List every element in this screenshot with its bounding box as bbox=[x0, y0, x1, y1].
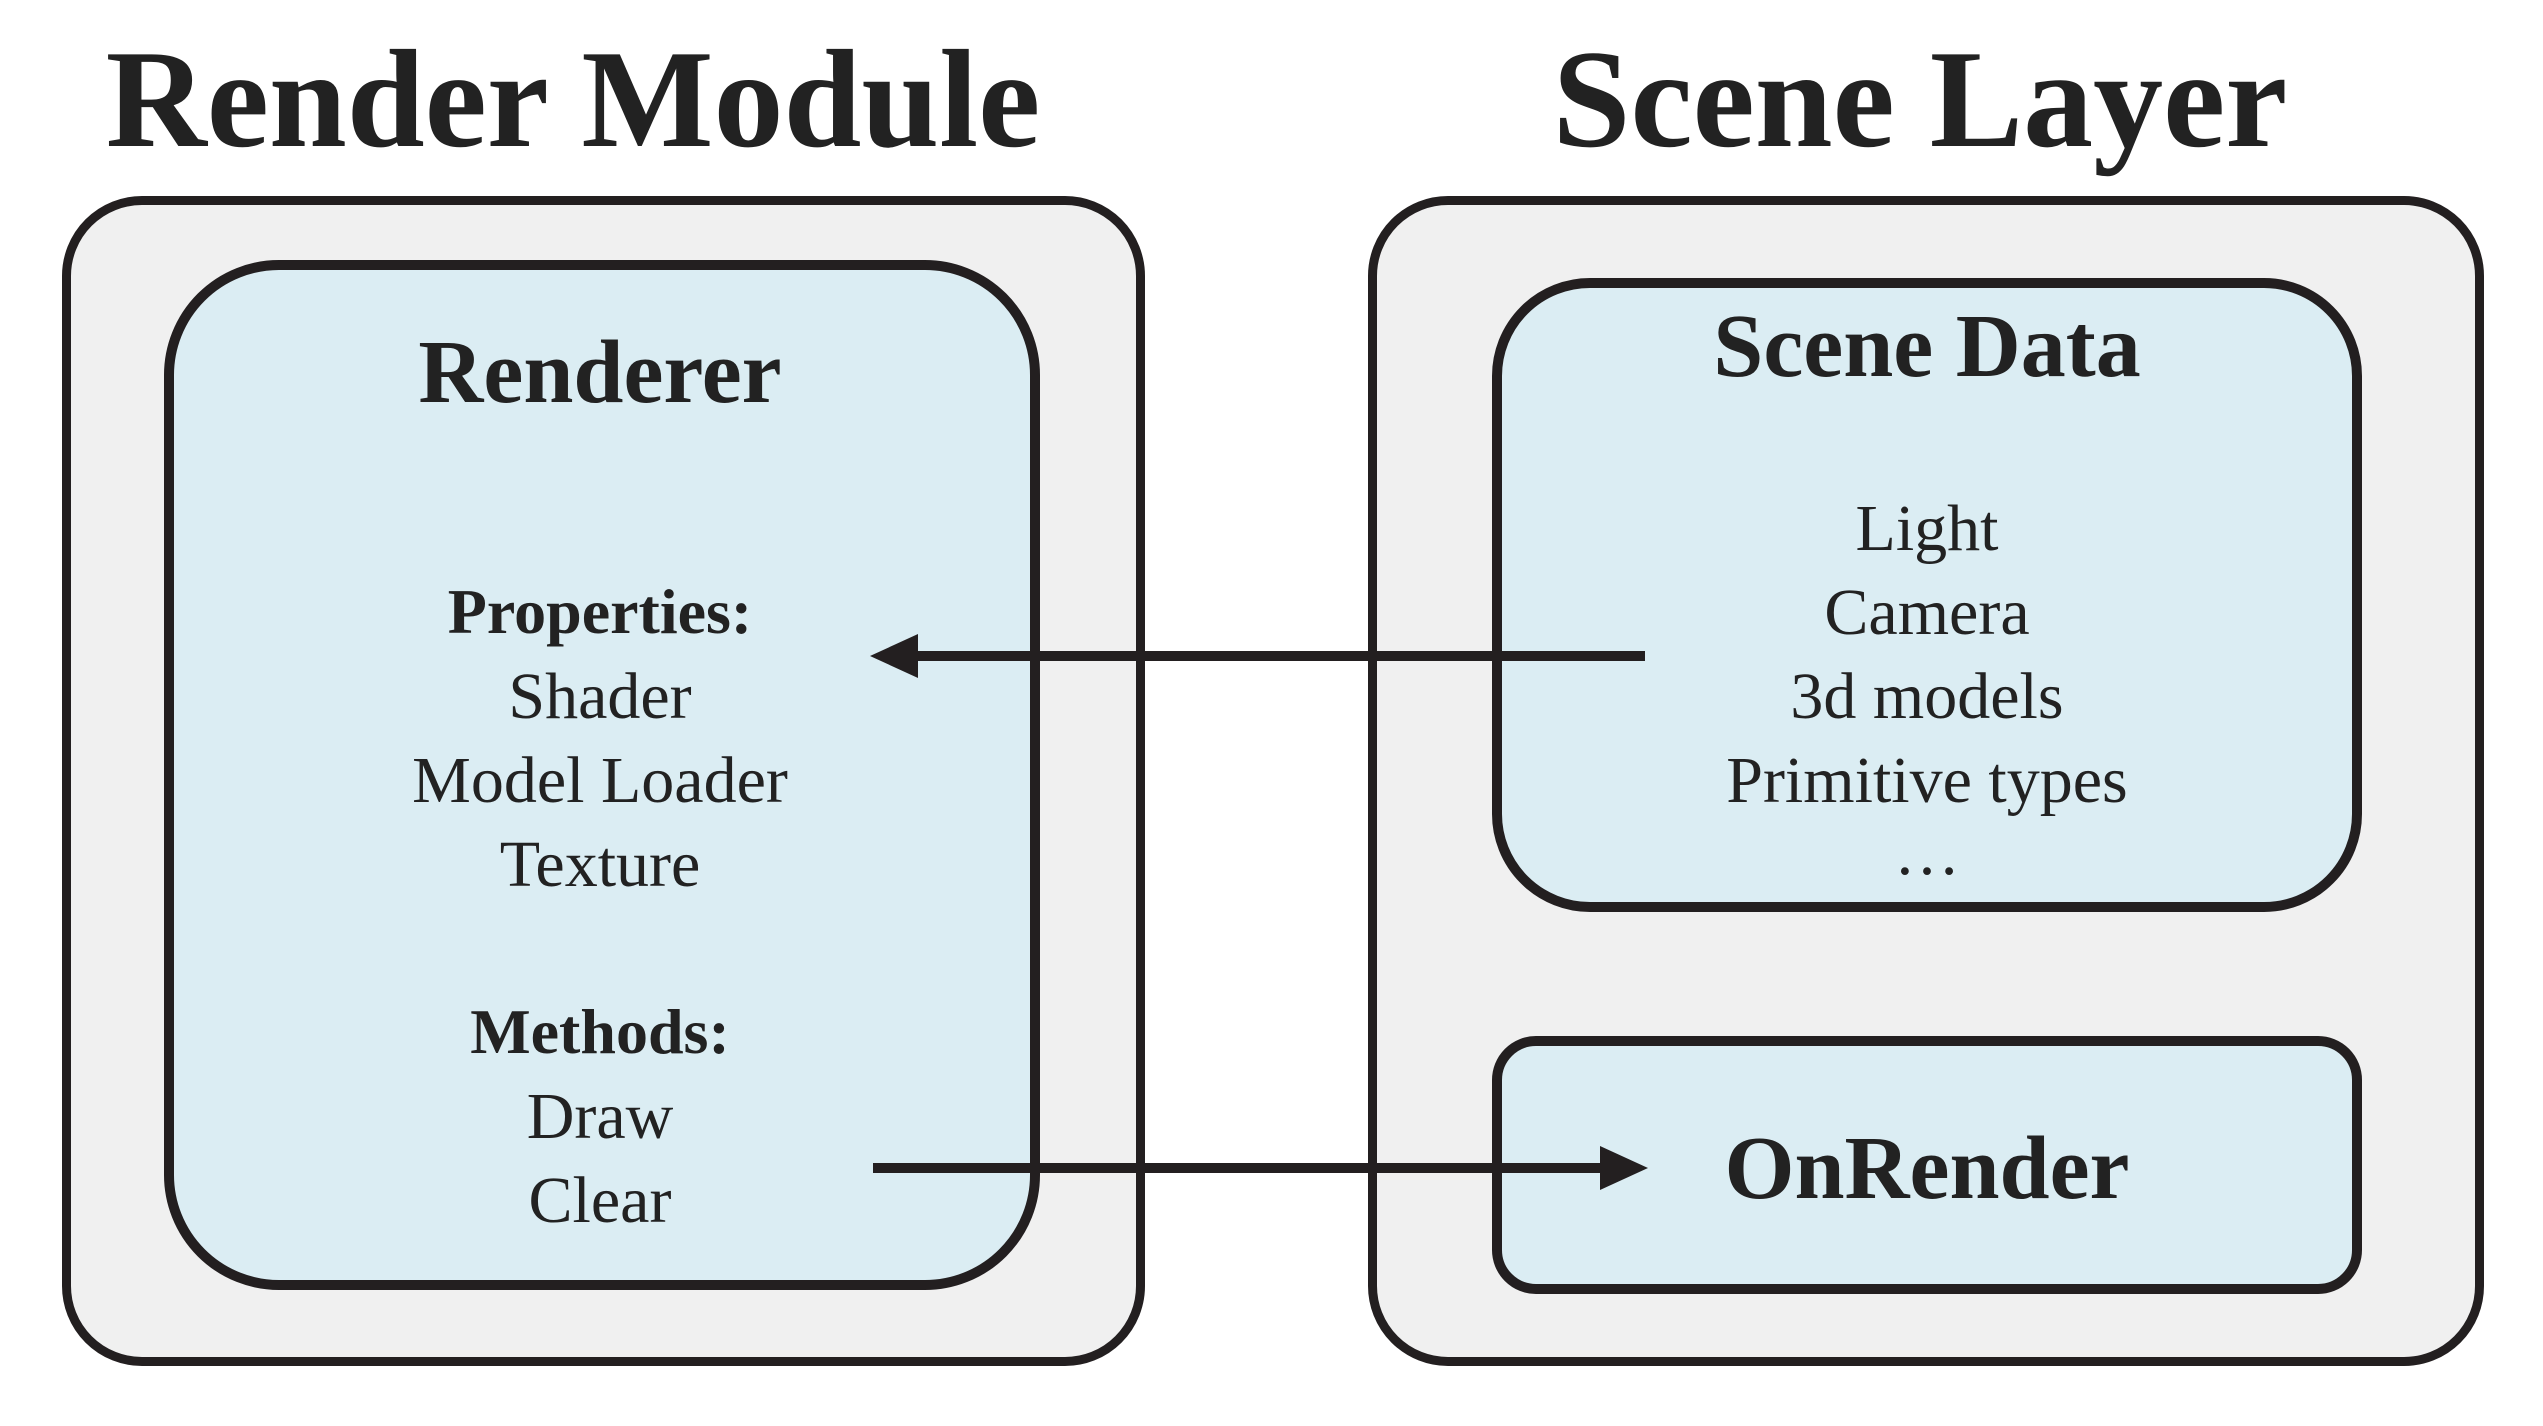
property-model-loader: Model Loader bbox=[412, 744, 788, 817]
methods-label: Methods: bbox=[470, 996, 730, 1067]
renderer-box bbox=[164, 260, 1040, 1290]
scene-layer-title: Scene Layer bbox=[1552, 22, 2288, 177]
arrow-scene-data-to-renderer bbox=[870, 634, 1645, 678]
properties-label: Properties: bbox=[447, 576, 753, 647]
scene-item-primitive-types: Primitive types bbox=[1726, 744, 2128, 817]
scene-data-heading: Scene Data bbox=[1713, 297, 2141, 396]
scene-data-box bbox=[1492, 278, 2362, 912]
method-clear: Clear bbox=[528, 1164, 672, 1237]
method-draw: Draw bbox=[526, 1080, 674, 1153]
scene-item-ellipsis: … bbox=[1894, 816, 1960, 889]
render-module-title: Render Module bbox=[105, 22, 1041, 177]
renderer-heading: Renderer bbox=[418, 323, 782, 422]
property-texture: Texture bbox=[499, 828, 701, 901]
scene-item-camera: Camera bbox=[1824, 576, 2030, 649]
scene-item-3d-models: 3d models bbox=[1790, 660, 2064, 733]
scene-item-light: Light bbox=[1855, 492, 1999, 565]
arrow-renderer-to-onrender bbox=[873, 1146, 1648, 1190]
property-shader: Shader bbox=[508, 660, 692, 733]
onrender-heading: OnRender bbox=[1724, 1119, 2130, 1218]
